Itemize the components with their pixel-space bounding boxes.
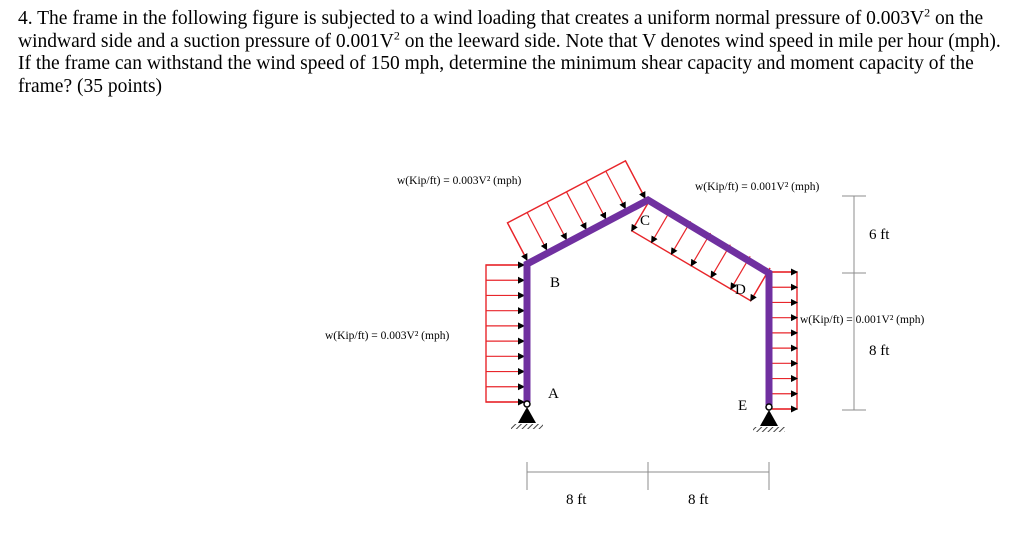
superscript: 2	[393, 28, 400, 42]
windward-roof-load-arrow	[585, 181, 607, 220]
leeward-roof-load	[630, 197, 771, 302]
dimension-horizontal	[526, 462, 770, 490]
leeward-column-load-outline	[772, 271, 798, 410]
dimension-vertical	[842, 195, 866, 411]
load-label-windward-column: w(Kip/ft) = 0.003V² (mph)	[325, 330, 449, 342]
leeward-column-load	[772, 268, 798, 413]
load-label-windward-roof: w(Kip/ft) = 0.003V² (mph)	[397, 175, 521, 187]
node-label-c: C	[640, 213, 650, 229]
dimension-label-right: 8 ft	[688, 492, 709, 508]
windward-roof-load-arrow	[605, 170, 626, 210]
node-label-b: B	[550, 275, 560, 291]
windward-roof-load-arrow	[624, 160, 646, 199]
question-part-3: on the leeward side. Note that V denotes…	[18, 30, 1001, 97]
dimension-label-left: 8 ft	[566, 492, 587, 508]
dimension-label-roof-height: 6 ft	[869, 227, 890, 243]
windward-roof-load-arrow	[546, 201, 567, 241]
node-label-e: E	[738, 398, 747, 414]
dimension-label-column-height: 8 ft	[869, 343, 890, 359]
windward-roof-load-arrow	[506, 222, 528, 261]
windward-roof-load-arrow	[565, 191, 587, 230]
windward-roof-load-arrow	[526, 212, 548, 251]
frame-members	[523, 195, 773, 405]
pin-support-a	[511, 400, 543, 429]
node-label-d: D	[735, 282, 746, 298]
question-part-2: on the windward side and a suction press…	[18, 8, 984, 52]
windward-column-load	[485, 261, 525, 406]
load-label-leeward-column: w(Kip/ft) = 0.001V² (mph)	[800, 314, 924, 326]
question-part-1: 4. The frame in the following figure is …	[18, 8, 925, 29]
load-label-leeward-roof: w(Kip/ft) = 0.001V² (mph)	[695, 181, 819, 193]
windward-roof-load	[506, 159, 646, 261]
superscript: 2	[924, 5, 931, 20]
question-text: 4. The frame in the following figure is …	[18, 5, 1003, 98]
pin-support-e	[753, 403, 785, 432]
node-label-a: A	[548, 386, 559, 402]
windward-column-load-outline	[485, 264, 524, 403]
